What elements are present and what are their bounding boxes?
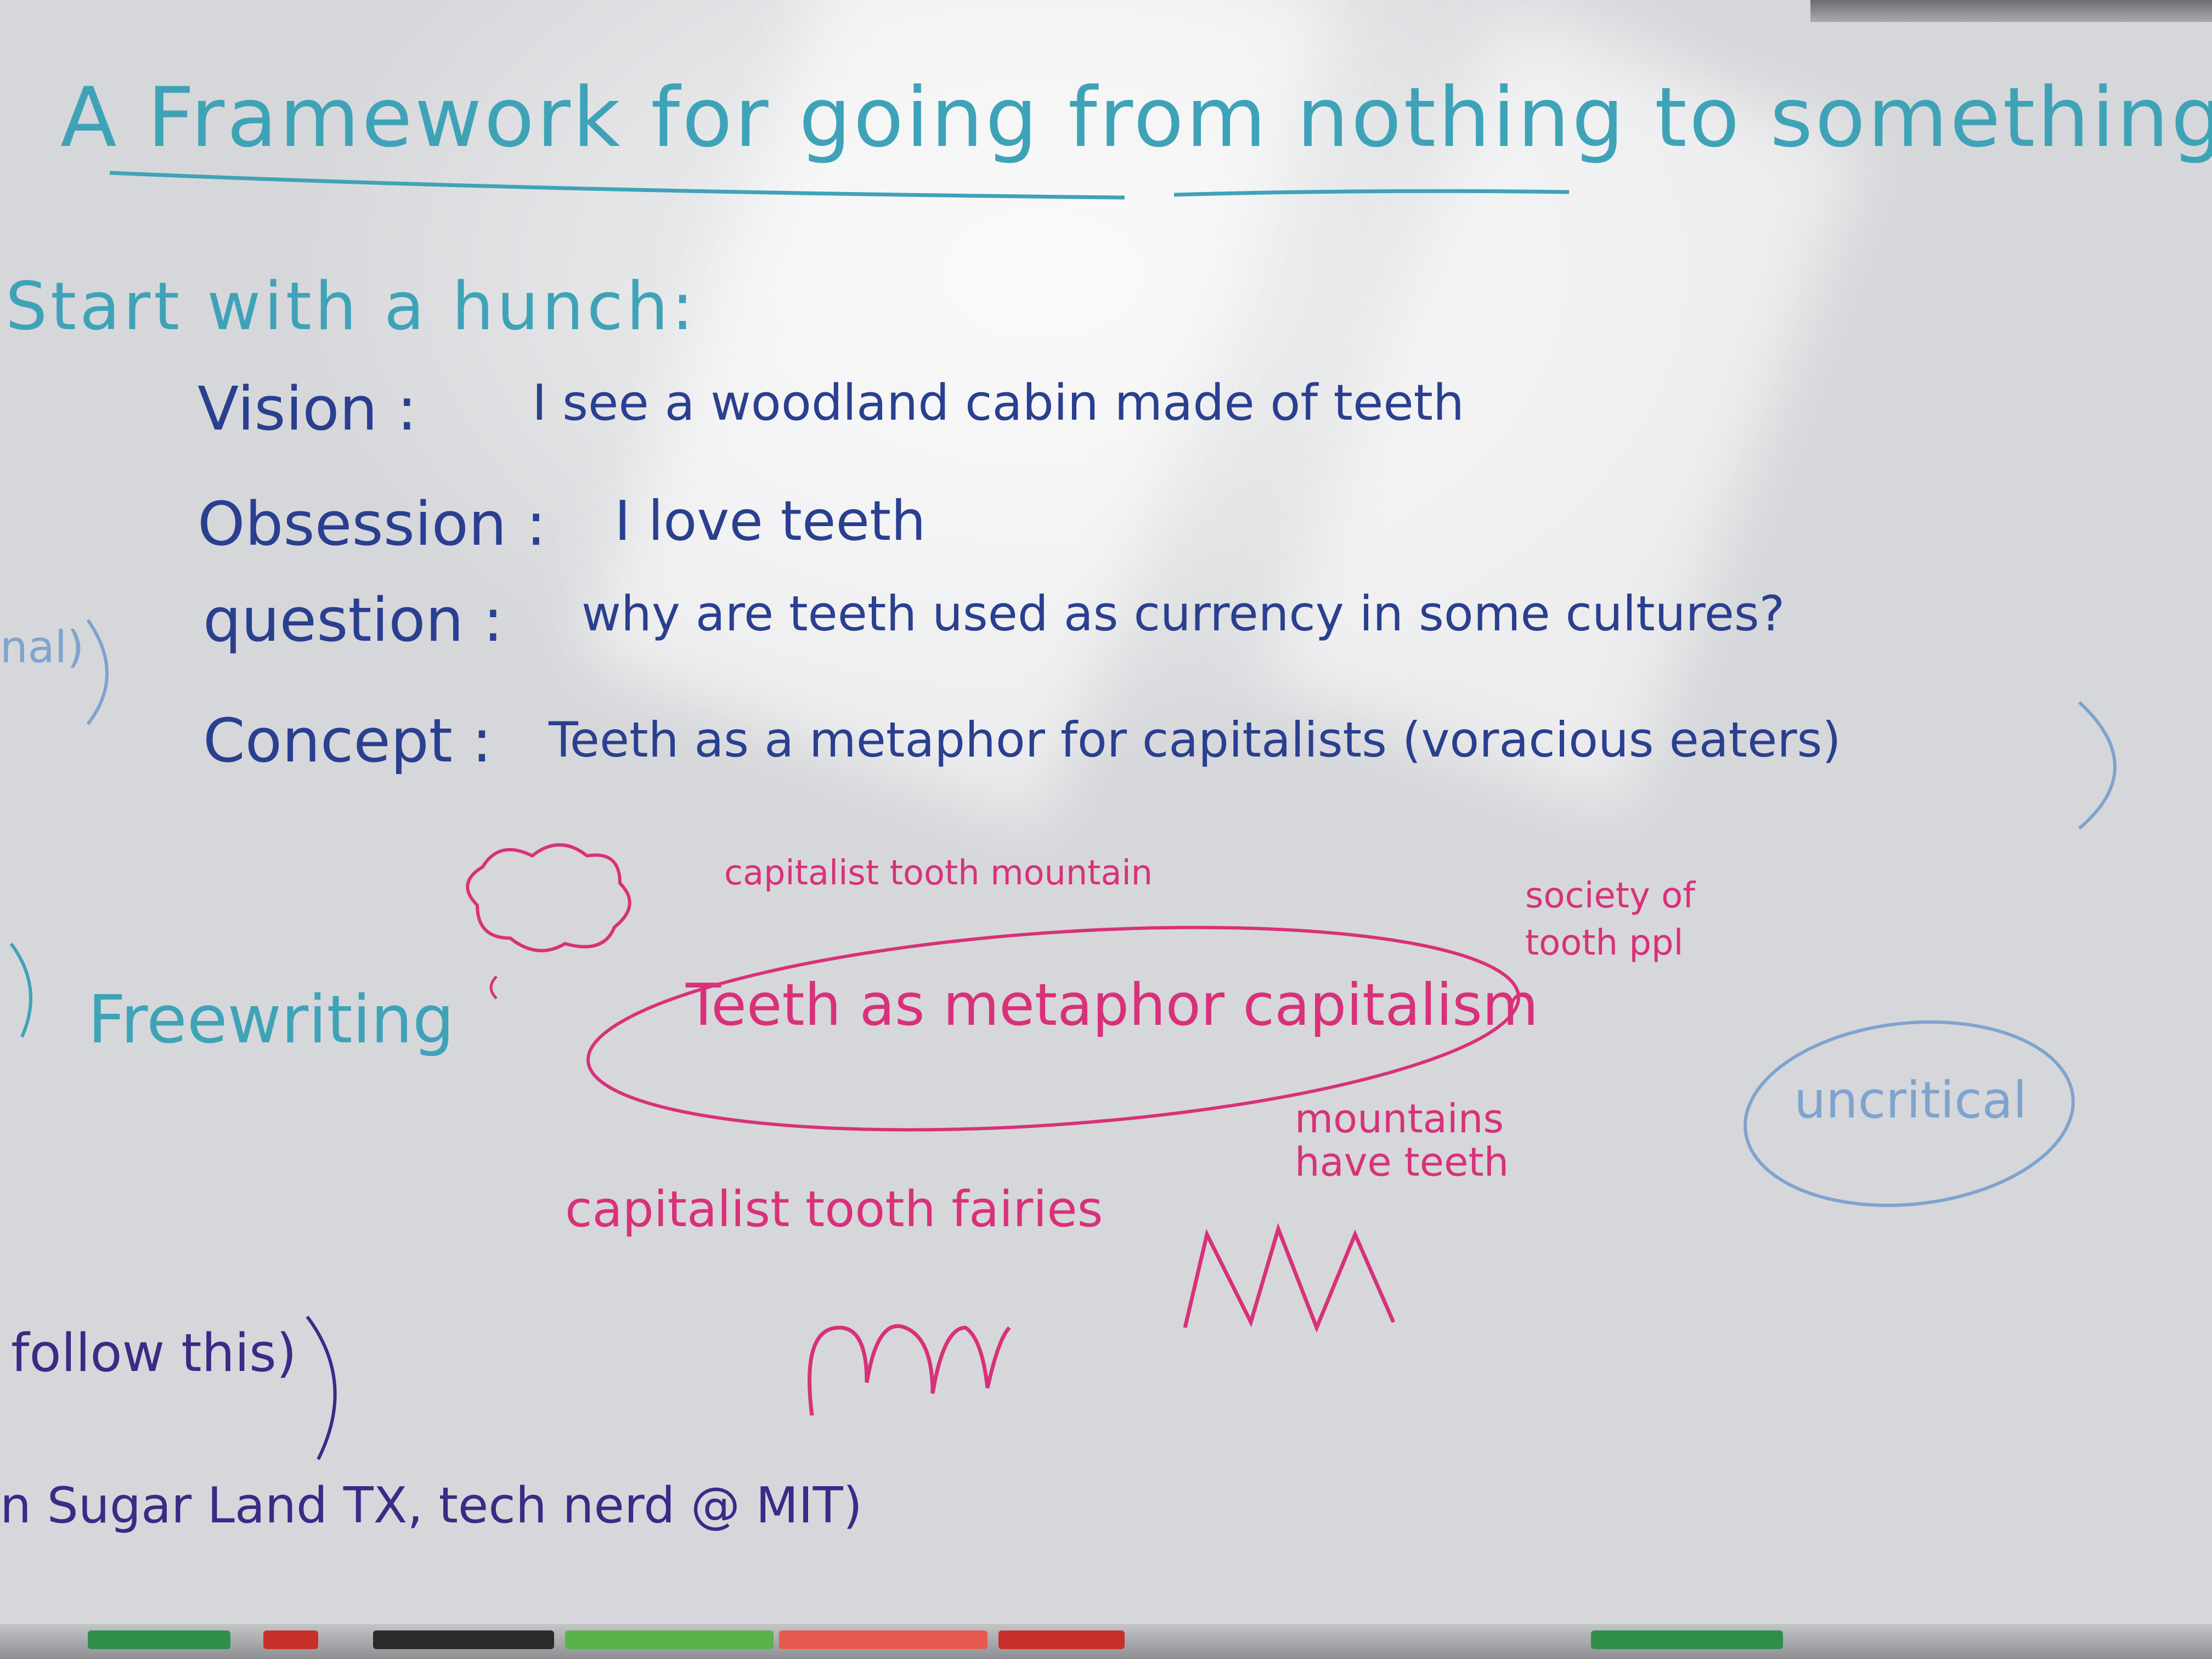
- left-fragment: nal): [0, 622, 84, 673]
- thought-bubble: [489, 975, 498, 1000]
- bottom-line-2: n Sugar Land TX, tech nerd @ MIT): [0, 1477, 862, 1534]
- note-society: society of tooth ppl: [1525, 876, 1695, 964]
- left-bracket: [9, 943, 32, 1038]
- marker[interactable]: [779, 1630, 988, 1649]
- freewriting-label: Freewriting: [88, 982, 455, 1058]
- marker[interactable]: [1591, 1630, 1783, 1649]
- marker[interactable]: [565, 1630, 774, 1649]
- note-uncritical: uncritical: [1794, 1071, 2027, 1130]
- note-mountains: mountains have teeth: [1295, 1096, 1509, 1186]
- thought-cloud: [466, 843, 631, 952]
- board-frame: [1810, 0, 2212, 22]
- marker[interactable]: [373, 1630, 554, 1649]
- row-label-concept: Concept :: [203, 706, 492, 776]
- row-value-concept: Teeth as a metaphor for capitalists (vor…: [549, 712, 1841, 768]
- left-bracket: [86, 619, 109, 725]
- mountain-doodle: [1183, 1223, 1396, 1333]
- board-title: A Framework for going from nothing to so…: [60, 70, 2212, 166]
- bottom-line-1: follow this): [11, 1323, 297, 1384]
- bottom-bracket: [306, 1316, 337, 1460]
- uncritical-ellipse: [1743, 1020, 2075, 1207]
- center-idea: Teeth as metaphor capitalism: [686, 972, 1539, 1039]
- hunch-heading: Start with a hunch:: [5, 269, 697, 345]
- row-label-vision: Vision :: [198, 374, 417, 444]
- teeth-doodle: [808, 1324, 1011, 1416]
- marker[interactable]: [263, 1630, 318, 1649]
- marker[interactable]: [88, 1630, 230, 1649]
- row-value-vision: I see a woodland cabin made of teeth: [532, 374, 1465, 432]
- note-tooth-mountain: capitalist tooth mountain: [724, 853, 1153, 893]
- row-label-question: question :: [203, 585, 504, 655]
- title-underline: [1173, 189, 1570, 197]
- row-label-obsession: Obsession :: [198, 489, 546, 559]
- row-value-question: why are teeth used as currency in some c…: [582, 585, 1785, 642]
- marker[interactable]: [998, 1630, 1125, 1649]
- center-idea-ellipse: [586, 926, 1521, 1132]
- title-underline: [109, 171, 1125, 200]
- right-bracket: [2078, 701, 2117, 830]
- note-fairies: capitalist tooth fairies: [565, 1181, 1103, 1238]
- row-value-obsession: I love teeth: [614, 489, 926, 553]
